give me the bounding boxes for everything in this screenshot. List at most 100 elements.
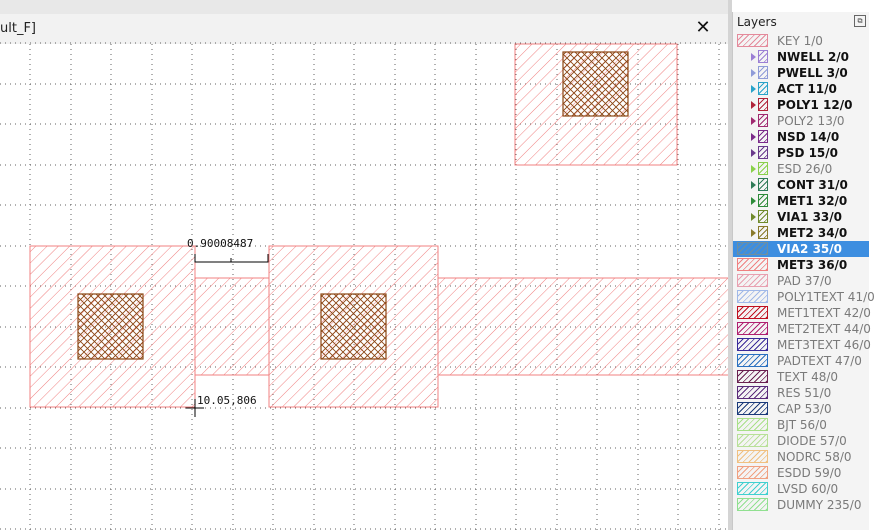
- cursor-coordinates: 10.05,806: [197, 394, 257, 407]
- layer-row[interactable]: VIA2 35/0: [733, 241, 869, 257]
- close-tab-icon[interactable]: ✕: [695, 17, 711, 38]
- layer-row[interactable]: MET2 34/0: [733, 225, 869, 241]
- layer-name: PADTEXT 47/0: [777, 354, 862, 368]
- layer-row[interactable]: DIODE 57/0: [733, 433, 869, 449]
- layer-row[interactable]: MET2TEXT 44/0: [733, 321, 871, 337]
- layer-row[interactable]: NODRC 58/0: [733, 449, 869, 465]
- document-tab-title[interactable]: ult_F]: [0, 21, 36, 36]
- layer-row[interactable]: VIA1 33/0: [733, 209, 869, 225]
- layer-row[interactable]: PWELL 3/0: [733, 65, 869, 81]
- document-tab-bar: ult_F] ✕: [0, 14, 728, 45]
- layer-name: DIODE 57/0: [777, 434, 847, 448]
- layer-name: PSD 15/0: [777, 146, 839, 160]
- layer-name: MET1TEXT 42/0: [777, 306, 871, 320]
- layers-panel-header: Layers ⧉: [733, 12, 869, 32]
- via-shape-center[interactable]: [320, 293, 387, 360]
- layer-name: MET1 32/0: [777, 194, 848, 208]
- layer-color-swatch: [758, 114, 768, 127]
- layer-color-swatch: [737, 338, 768, 351]
- layer-name: LVSD 60/0: [777, 482, 839, 496]
- layer-color-swatch: [758, 66, 768, 79]
- layer-name: BJT 56/0: [777, 418, 827, 432]
- expand-arrow-icon[interactable]: [751, 85, 756, 93]
- layer-row[interactable]: MET3TEXT 46/0: [733, 337, 871, 353]
- layer-color-swatch: [737, 370, 768, 383]
- layer-name: RES 51/0: [777, 386, 832, 400]
- layer-color-swatch: [758, 82, 768, 95]
- layer-row[interactable]: NSD 14/0: [733, 129, 869, 145]
- layer-row[interactable]: NWELL 2/0: [733, 49, 869, 65]
- expand-arrow-icon[interactable]: [751, 229, 756, 237]
- layer-color-swatch: [758, 162, 768, 175]
- layer-color-swatch: [737, 290, 768, 303]
- layer-row[interactable]: ACT 11/0: [733, 81, 869, 97]
- layer-name: NSD 14/0: [777, 130, 840, 144]
- layer-row[interactable]: MET3 36/0: [733, 257, 869, 273]
- layer-row[interactable]: ESD 26/0: [733, 161, 869, 177]
- expand-arrow-icon[interactable]: [751, 165, 756, 173]
- layer-row[interactable]: CAP 53/0: [733, 401, 869, 417]
- layer-color-swatch: [737, 274, 768, 287]
- layer-name: POLY1TEXT 41/0: [777, 290, 875, 304]
- layer-name: NWELL 2/0: [777, 50, 850, 64]
- crosshair-cursor-icon: [186, 399, 204, 417]
- layer-row[interactable]: RES 51/0: [733, 385, 869, 401]
- via-shape-left[interactable]: [77, 293, 144, 360]
- layer-row[interactable]: ESDD 59/0: [733, 465, 869, 481]
- panel-splitter[interactable]: [728, 0, 732, 530]
- expand-arrow-icon[interactable]: [751, 133, 756, 141]
- expand-arrow-icon[interactable]: [751, 117, 756, 125]
- layout-drawing[interactable]: 0.90008487 10.05,806: [0, 42, 731, 530]
- layout-canvas[interactable]: 0.90008487 10.05,806: [0, 42, 731, 530]
- layer-name: MET2TEXT 44/0: [777, 322, 871, 336]
- layer-row[interactable]: PADTEXT 47/0: [733, 353, 869, 369]
- layer-color-swatch: [758, 146, 768, 159]
- layer-color-swatch: [737, 434, 768, 447]
- layer-row[interactable]: POLY1TEXT 41/0: [733, 289, 875, 305]
- layer-name: ACT 11/0: [777, 82, 837, 96]
- layer-row[interactable]: BJT 56/0: [733, 417, 869, 433]
- layer-row[interactable]: CONT 31/0: [733, 177, 869, 193]
- measure-ruler[interactable]: 0.90008487: [187, 237, 269, 263]
- layer-name: MET3 36/0: [777, 258, 848, 272]
- expand-arrow-icon[interactable]: [751, 197, 756, 205]
- layer-color-swatch: [737, 258, 768, 271]
- layer-color-swatch: [737, 242, 768, 255]
- window-top-strip: [0, 0, 728, 15]
- layer-color-swatch: [737, 482, 768, 495]
- layer-row[interactable]: DUMMY 235/0: [733, 497, 869, 513]
- expand-arrow-icon[interactable]: [751, 53, 756, 61]
- layer-color-swatch: [758, 130, 768, 143]
- met3-shape-connector[interactable]: [194, 277, 270, 376]
- layer-color-swatch: [737, 322, 768, 335]
- float-panel-icon[interactable]: ⧉: [854, 15, 866, 27]
- layer-color-swatch: [737, 498, 768, 511]
- layers-panel-title: Layers: [737, 15, 777, 29]
- layer-row[interactable]: POLY1 12/0: [733, 97, 869, 113]
- expand-arrow-icon[interactable]: [751, 101, 756, 109]
- layer-row[interactable]: LVSD 60/0: [733, 481, 869, 497]
- layer-row[interactable]: KEY 1/0: [733, 33, 869, 49]
- layer-row[interactable]: MET1 32/0: [733, 193, 869, 209]
- expand-arrow-icon[interactable]: [751, 149, 756, 157]
- layer-name: VIA1 33/0: [777, 210, 842, 224]
- layer-row[interactable]: PSD 15/0: [733, 145, 869, 161]
- layer-color-swatch: [758, 194, 768, 207]
- layer-row[interactable]: MET1TEXT 42/0: [733, 305, 871, 321]
- layer-row[interactable]: POLY2 13/0: [733, 113, 869, 129]
- via-shape-top-right[interactable]: [562, 51, 629, 117]
- layer-color-swatch: [737, 402, 768, 415]
- layer-name: VIA2 35/0: [777, 242, 842, 256]
- layer-row[interactable]: TEXT 48/0: [733, 369, 869, 385]
- expand-arrow-icon[interactable]: [751, 181, 756, 189]
- layer-row[interactable]: PAD 37/0: [733, 273, 869, 289]
- expand-arrow-icon[interactable]: [751, 69, 756, 77]
- layer-name: PAD 37/0: [777, 274, 832, 288]
- met3-shape-wire-right[interactable]: [437, 277, 731, 376]
- layer-name: TEXT 48/0: [777, 370, 839, 384]
- layer-name: ESD 26/0: [777, 162, 833, 176]
- expand-arrow-icon[interactable]: [751, 213, 756, 221]
- layer-color-swatch: [737, 306, 768, 319]
- dot-grid: [0, 42, 728, 530]
